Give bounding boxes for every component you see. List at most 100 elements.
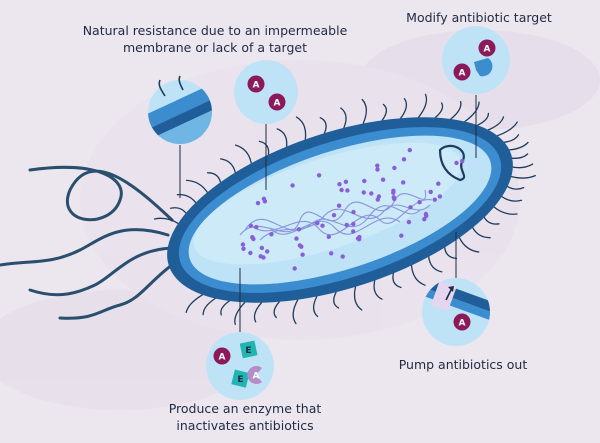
cytoplasm-dot — [460, 158, 465, 164]
pilus — [458, 237, 480, 253]
callout-lack-of-target: A A — [234, 60, 298, 124]
cytoplasm-dot — [340, 254, 345, 259]
cytoplasm-dot — [241, 246, 246, 251]
cytoplasm-dot — [391, 190, 396, 195]
cytoplasm-dot — [259, 245, 265, 251]
cytoplasm-dot — [339, 187, 344, 193]
label-line: Natural resistance due to an impermeable — [82, 23, 348, 38]
pilus — [185, 179, 208, 193]
cytoplasm-dot — [401, 180, 406, 185]
label-produce-enzyme: Produce an enzyme that inactivates antib… — [140, 400, 350, 434]
cytoplasm-dot — [454, 160, 459, 166]
cytoplasm-dot — [255, 200, 261, 206]
pilus — [158, 79, 166, 97]
pilus — [333, 291, 340, 309]
modified-target-shape — [474, 58, 493, 77]
cytoplasm-dot — [320, 223, 325, 228]
pilus — [483, 216, 500, 225]
cytoplasm-dot — [251, 236, 256, 242]
flagella — [0, 165, 178, 320]
cytoplasm-dot — [331, 213, 337, 218]
antibiotic-marker: A — [213, 347, 231, 365]
antibiotic-marker: A — [453, 313, 471, 331]
cytoplasm-highlight — [193, 142, 462, 265]
cytoplasm-dot — [326, 234, 331, 239]
pilus — [276, 128, 288, 148]
antibiotic-letter: A — [253, 372, 260, 382]
pilus — [476, 112, 490, 126]
pilus — [312, 295, 319, 318]
callout-membrane — [148, 75, 212, 144]
antibiotic-letter: A — [459, 69, 466, 79]
pilus — [496, 121, 518, 137]
pilus — [292, 299, 299, 325]
antibiotic-letter: A — [459, 319, 466, 329]
cytoplasm-dot — [300, 252, 305, 257]
cytoplasm-dot — [424, 213, 429, 218]
enzyme-letter: E — [237, 375, 243, 385]
pilus — [361, 98, 367, 125]
pilus — [472, 227, 491, 239]
cytoplasm-dot — [407, 147, 412, 153]
pilus — [234, 301, 246, 326]
cytoplasm-dot — [408, 205, 413, 210]
inactivated-antibiotic-marker: A — [247, 366, 262, 384]
label-natural-resistance: Natural resistance due to an impermeable… — [70, 22, 360, 56]
cytoplasm-dot — [422, 217, 427, 222]
antibiotic-marker: A — [268, 93, 286, 111]
cytoplasm-dot — [344, 222, 349, 228]
pilus — [234, 144, 252, 164]
cytoplasm-dot — [375, 197, 380, 202]
pilus — [185, 294, 204, 314]
label-line: Produce an enzyme that — [168, 401, 322, 416]
enzyme-marker: E — [239, 340, 258, 359]
cytoplasm-dot — [391, 195, 396, 200]
pilus — [428, 256, 443, 273]
bacterium-cell — [167, 117, 513, 303]
pilus — [373, 279, 383, 300]
cytoplasm-dot — [240, 242, 246, 247]
pilus — [417, 93, 428, 118]
antibiotic-letter: A — [253, 81, 260, 91]
antibiotic-letter: A — [274, 99, 281, 109]
label-line: membrane or lack of a target — [122, 40, 307, 55]
pilus — [206, 172, 222, 183]
pilus — [295, 116, 307, 141]
cytoplasm-dot — [329, 251, 334, 256]
cytoplasm-dot — [269, 232, 274, 237]
cytoplasm-dot — [345, 188, 350, 193]
callout-enzyme: A E E A — [206, 332, 274, 400]
pilus — [220, 300, 230, 316]
pilus — [319, 117, 327, 134]
pilus — [176, 193, 197, 204]
cytoplasm-dot — [290, 183, 295, 188]
cytoplasm-dot — [297, 243, 303, 248]
pilus — [503, 134, 520, 143]
flagellum — [58, 260, 178, 320]
callout-modify-target: A A — [442, 26, 510, 94]
pilus — [501, 195, 523, 202]
cytoplasm-dot — [361, 190, 366, 195]
cytoplasm-dot — [248, 250, 253, 256]
pilus — [153, 217, 179, 225]
cytoplasm-dot — [375, 163, 380, 168]
cytoplasm-dot — [417, 200, 422, 205]
pilus — [493, 206, 518, 215]
flagellum — [28, 165, 174, 222]
pilus — [512, 163, 534, 169]
pilus — [487, 116, 505, 131]
pilus — [258, 140, 270, 156]
cytoplasm-dot — [369, 191, 374, 196]
cytoplasm-dot — [362, 178, 367, 184]
pilus — [410, 264, 426, 286]
cytoplasm-dot — [343, 179, 349, 184]
pili — [153, 93, 536, 326]
cytoplasm-dot — [392, 165, 397, 171]
cytoplasm-dot — [248, 223, 254, 228]
callout-pump: A — [422, 278, 490, 346]
label-line: inactivates antibiotics — [176, 418, 314, 433]
cytoplasm-dot — [336, 203, 342, 208]
cytoplasm-dot — [294, 236, 299, 241]
cytoplasm-dot — [261, 255, 266, 260]
